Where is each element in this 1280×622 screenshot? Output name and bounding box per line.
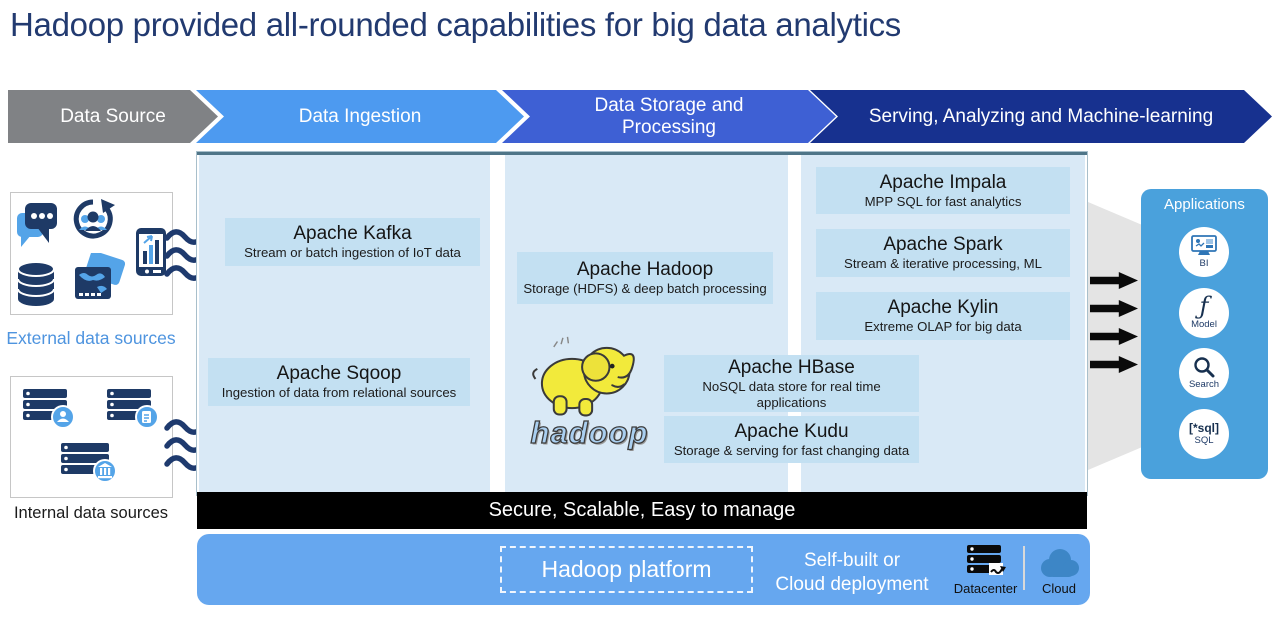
deployment-text: Self-built or Cloud deployment [762,549,942,597]
bi-monitor-icon [1191,235,1217,255]
impala-box: Apache Impala MPP SQL for fast analytics [816,167,1070,214]
search-icon [1194,357,1215,378]
app-circle-sql: [*sql] SQL [1179,409,1229,459]
app-label: Model [1191,318,1217,330]
component-subtitle: Stream or batch ingestion of IoT data [244,245,461,261]
component-title: Apache Sqoop [276,363,402,385]
sqoop-box: Apache Sqoop Ingestion of data from rela… [208,358,470,406]
app-circle-bi: BI [1179,227,1229,277]
chat-icon [17,203,57,247]
app-label: SQL [1194,435,1214,446]
payment-map-icon [75,253,125,299]
footer-divider [1023,546,1025,590]
component-subtitle: NoSQL data store for real time applicati… [702,379,881,410]
deployment-line1: Self-built or [803,550,901,571]
component-subtitle: Storage & serving for fast changing data [673,442,910,458]
spark-box: Apache Spark Stream & iterative processi… [816,229,1070,277]
ingestion-column [199,155,490,492]
component-subtitle: MPP SQL for fast analytics [864,193,1022,209]
secure-bar: Secure, Scalable, Easy to manage [197,492,1087,529]
stage-data-ingestion: Data Ingestion [196,90,524,143]
applications-title: Applications [1164,196,1245,213]
database-icon [17,261,55,306]
internal-sources-label: Internal data sources [13,504,169,522]
component-title: Apache Kudu [734,420,849,442]
datacenter-label: Datacenter [953,581,1018,596]
component-title: Apache Hadoop [576,259,714,281]
mobile-analytics-icon [136,228,166,276]
component-title: Apache Impala [879,171,1007,193]
app-circle-model: ƒ Model [1179,288,1229,338]
sync-users-icon [73,199,115,239]
external-sources-label: External data sources [6,328,176,348]
component-subtitle: Storage (HDFS) & deep batch processing [523,281,767,297]
stage-label: Data Source [60,105,166,127]
datacenter-icon [967,545,1006,575]
kafka-box: Apache Kafka Stream or batch ingestion o… [225,218,480,266]
internal-sources-box [10,376,173,498]
stage-data-source: Data Source [8,90,218,143]
cloud-icon [1041,549,1079,577]
stage-storage-processing: Data Storage and Processing [502,90,836,143]
component-title: Apache Kafka [293,223,412,245]
server-users-icon [23,389,75,429]
component-title: Apache HBase [728,357,855,379]
app-circle-search: Search [1179,348,1229,398]
component-title: Apache Kylin [887,297,999,319]
server-report-icon [107,389,159,429]
hadoop-box: Apache Hadoop Storage (HDFS) & deep batc… [517,252,773,304]
component-subtitle: Stream & iterative processing, ML [844,256,1042,272]
hadoop-elephant-icon [532,336,635,417]
sql-icon: [*sql] [1189,421,1219,435]
stage-label: Serving, Analyzing and Machine-learning [868,105,1214,127]
component-title: Apache Spark [883,234,1003,256]
kylin-box: Apache Kylin Extreme OLAP for big data [816,292,1070,340]
page-title: Hadoop provided all-rounded capabilities… [10,6,902,43]
kudu-box: Apache Kudu Storage & serving for fast c… [664,416,919,463]
hadoop-wordmark: hadoop [530,414,649,450]
secure-bar-text: Secure, Scalable, Easy to manage [488,499,796,521]
deployment-line2: Cloud deployment [775,573,929,595]
hbase-box: Apache HBase NoSQL data store for real t… [664,355,919,412]
server-bank-icon [61,443,117,483]
component-subtitle: Ingestion of data from relational source… [221,385,457,401]
app-label: BI [1199,258,1209,269]
external-sources-box [10,192,173,315]
platform-footer [197,534,1090,605]
component-subtitle: Extreme OLAP for big data [864,319,1022,335]
hadoop-platform-box: Hadoop platform [500,546,753,593]
stage-label: Data Ingestion [298,105,422,127]
hadoop-platform-label: Hadoop platform [541,556,712,582]
cloud-label: Cloud [1042,581,1076,596]
app-label: Search [1188,379,1220,390]
stage-label: Data Storage and Processing [594,94,744,138]
function-icon: ƒ [1199,292,1209,321]
stage-serving-analytics: Serving, Analyzing and Machine-learning [810,90,1272,143]
